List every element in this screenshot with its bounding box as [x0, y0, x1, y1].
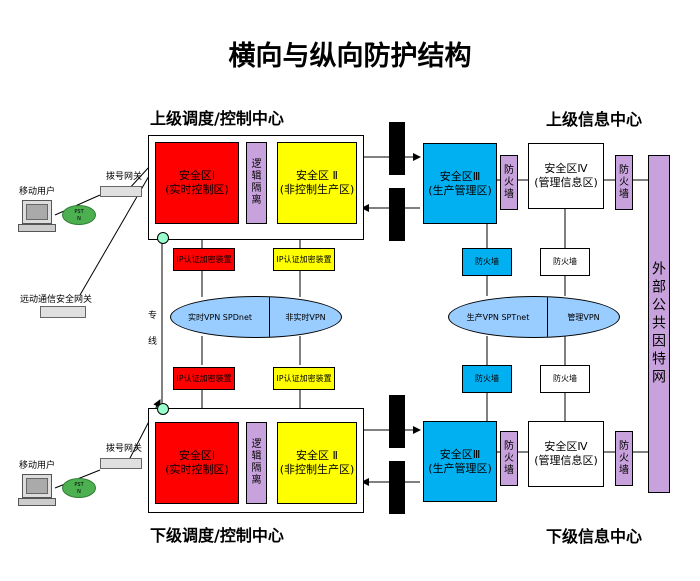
keyboard-icon-upper — [18, 224, 56, 232]
upper-info-title: 上级信息中心 — [546, 110, 643, 129]
lower-zone3: 安全区Ⅲ (生产管理区) — [423, 421, 497, 502]
remote-gateway-icon — [40, 306, 86, 318]
mobile-user-lower-label: 移动用户 — [19, 461, 56, 471]
upper-firewall-b: 防火墙 — [615, 155, 633, 210]
upper-zone4: 安全区Ⅳ (管理信息区) — [528, 143, 604, 209]
computer-icon-lower — [22, 474, 52, 498]
firewall-mid-lower-left: 防火墙 — [462, 365, 512, 393]
vpn-nonrealtime-label: 非实时VPN — [285, 312, 326, 322]
dial-gateway-upper-icon — [100, 186, 142, 197]
lower-isolation: 逻辑隔离 — [246, 422, 267, 504]
upper-zone1: 安全区Ⅰ (实时控制区) — [155, 142, 239, 224]
dial-gateway-lower-icon — [100, 458, 142, 469]
upper-isolation: 逻辑隔离 — [246, 142, 267, 224]
isolation-bar-upper-1 — [389, 122, 405, 175]
isolation-bar-lower-2 — [389, 461, 405, 514]
external-internet-label: 外部公共因特网 — [650, 261, 666, 387]
external-internet: 外部公共因特网 — [648, 155, 670, 493]
mobile-user-upper-label: 移动用户 — [19, 187, 56, 197]
firewall-mid-lower-right: 防火墙 — [540, 365, 590, 393]
dial-gateway-upper-label: 拨号网关 — [106, 172, 143, 182]
vpn-ellipse-left: 实时VPN SPDnet 非实时VPN — [170, 296, 342, 338]
ip-encrypt-lower-left: IP认证加密装置 — [173, 367, 235, 390]
lower-zone2: 安全区 Ⅱ (非控制生产区) — [277, 422, 357, 504]
firewall-mid-upper-right: 防火墙 — [540, 248, 590, 276]
lower-firewall-b: 防火墙 — [615, 431, 633, 486]
ip-encrypt-upper-right: IP认证加密装置 — [273, 248, 335, 271]
ip-encrypt-lower-right: IP认证加密装置 — [273, 367, 335, 390]
upper-firewall-a: 防火墙 — [500, 155, 518, 210]
ip-encrypt-upper-left: IP认证加密装置 — [173, 248, 235, 271]
dedicated-line-node-bottom — [157, 403, 169, 415]
upper-zone2: 安全区 Ⅱ (非控制生产区) — [277, 142, 357, 224]
dedicated-line-label: 专 线 — [148, 311, 158, 347]
vpn-ellipse-right: 生产VPN SPTnet 管理VPN — [448, 296, 620, 338]
isolation-bar-upper-2 — [389, 188, 405, 241]
isolation-bar-lower-1 — [389, 395, 405, 448]
vpn-prod-label: 生产VPN SPTnet — [449, 297, 548, 337]
vpn-realtime-label: 实时VPN SPDnet — [171, 297, 270, 337]
lower-zone1: 安全区Ⅰ (实时控制区) — [155, 422, 239, 504]
lower-firewall-a: 防火墙 — [500, 431, 518, 486]
upper-dispatch-title: 上级调度/控制中心 — [150, 109, 284, 128]
lower-info-title: 下级信息中心 — [546, 527, 643, 546]
page-title: 横向与纵向防护结构 — [228, 41, 472, 72]
dial-gateway-lower-label: 拨号网关 — [106, 444, 143, 454]
remote-gateway-label: 远动通信安全网关 — [20, 295, 93, 305]
pstn-cloud-lower: PST N — [62, 478, 96, 498]
lower-zone4: 安全区Ⅳ (管理信息区) — [528, 421, 604, 487]
pstn-cloud-upper: PST N — [62, 205, 96, 225]
dedicated-line-node-top — [157, 232, 169, 244]
lower-dispatch-title: 下级调度/控制中心 — [150, 526, 284, 545]
computer-icon-upper — [22, 200, 52, 224]
keyboard-icon-lower — [18, 498, 56, 506]
vpn-mgmt-label: 管理VPN — [567, 312, 600, 322]
firewall-mid-upper-left: 防火墙 — [462, 248, 512, 276]
upper-zone3: 安全区Ⅲ (生产管理区) — [423, 143, 497, 224]
